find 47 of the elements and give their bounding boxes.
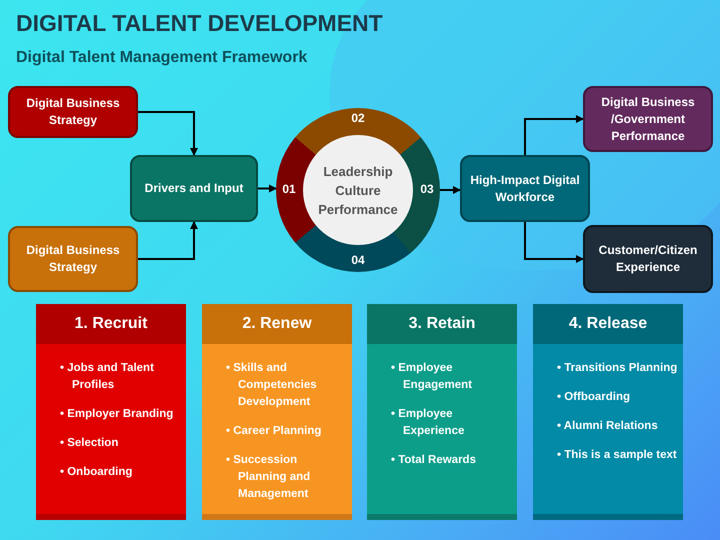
- arrow: [524, 115, 584, 155]
- arrow: [258, 184, 277, 192]
- bullet-item: • Alumni Relations: [557, 419, 659, 434]
- bullet-item: • Career Planning: [226, 424, 322, 439]
- stage-card: [36, 304, 186, 520]
- step-number: 04: [351, 252, 365, 269]
- process-box: [583, 86, 713, 152]
- step-number: 01: [282, 181, 296, 198]
- bullet-item: • Succession Planning and Management: [226, 453, 312, 502]
- step-number: 03: [420, 181, 434, 198]
- process-box: [8, 226, 138, 292]
- card-header: 4. Release: [533, 304, 683, 344]
- process-box: [8, 86, 138, 138]
- bullet-item: • Offboarding: [557, 390, 632, 405]
- bullet-item: • Jobs and Talent Profiles: [60, 361, 155, 393]
- card-header: 1. Recruit: [36, 304, 186, 344]
- step-number: 02: [351, 110, 365, 127]
- card-header: 2. Renew: [202, 304, 352, 344]
- title: DIGITAL TALENT DEVELOPMENT: [16, 12, 383, 35]
- bullet-item: • Selection: [60, 436, 120, 451]
- stage-card: [533, 304, 683, 520]
- bullet-item: • Employer Branding: [60, 407, 174, 422]
- arrow: [138, 111, 198, 156]
- stage-card: [202, 304, 352, 520]
- arrow: [524, 222, 584, 263]
- box-text: Drivers and Input: [144, 180, 244, 197]
- box-text: High-Impact Digital Workforce: [470, 172, 580, 206]
- bullet-item: • Total Rewards: [391, 453, 477, 468]
- arrow: [138, 221, 198, 260]
- center-text: Leadership Culture Performance: [317, 162, 399, 218]
- stage-card: [367, 304, 517, 520]
- arrow: [440, 186, 461, 194]
- bullet-item: • Onboarding: [60, 465, 134, 480]
- bullet-item: • Employee Experience: [391, 407, 466, 439]
- bullet-item: • This is a sample text: [557, 448, 678, 463]
- bullet-item: • Employee Engagement: [391, 361, 474, 393]
- card-header: 3. Retain: [367, 304, 517, 344]
- bullet-item: • Skills and Competencies Development: [226, 361, 318, 410]
- process-box: [583, 225, 713, 293]
- box-text: Customer/Citizen Experience: [598, 242, 698, 276]
- process-box: [130, 155, 258, 222]
- bullet-item: • Transitions Planning: [557, 361, 678, 376]
- box-text: Digital Business /Government Performance: [600, 94, 696, 144]
- box-text: Digital Business Strategy: [25, 95, 121, 129]
- process-box: [460, 155, 590, 222]
- subtitle: Digital Talent Management Framework: [16, 50, 308, 66]
- box-text: Digital Business Strategy: [25, 242, 121, 276]
